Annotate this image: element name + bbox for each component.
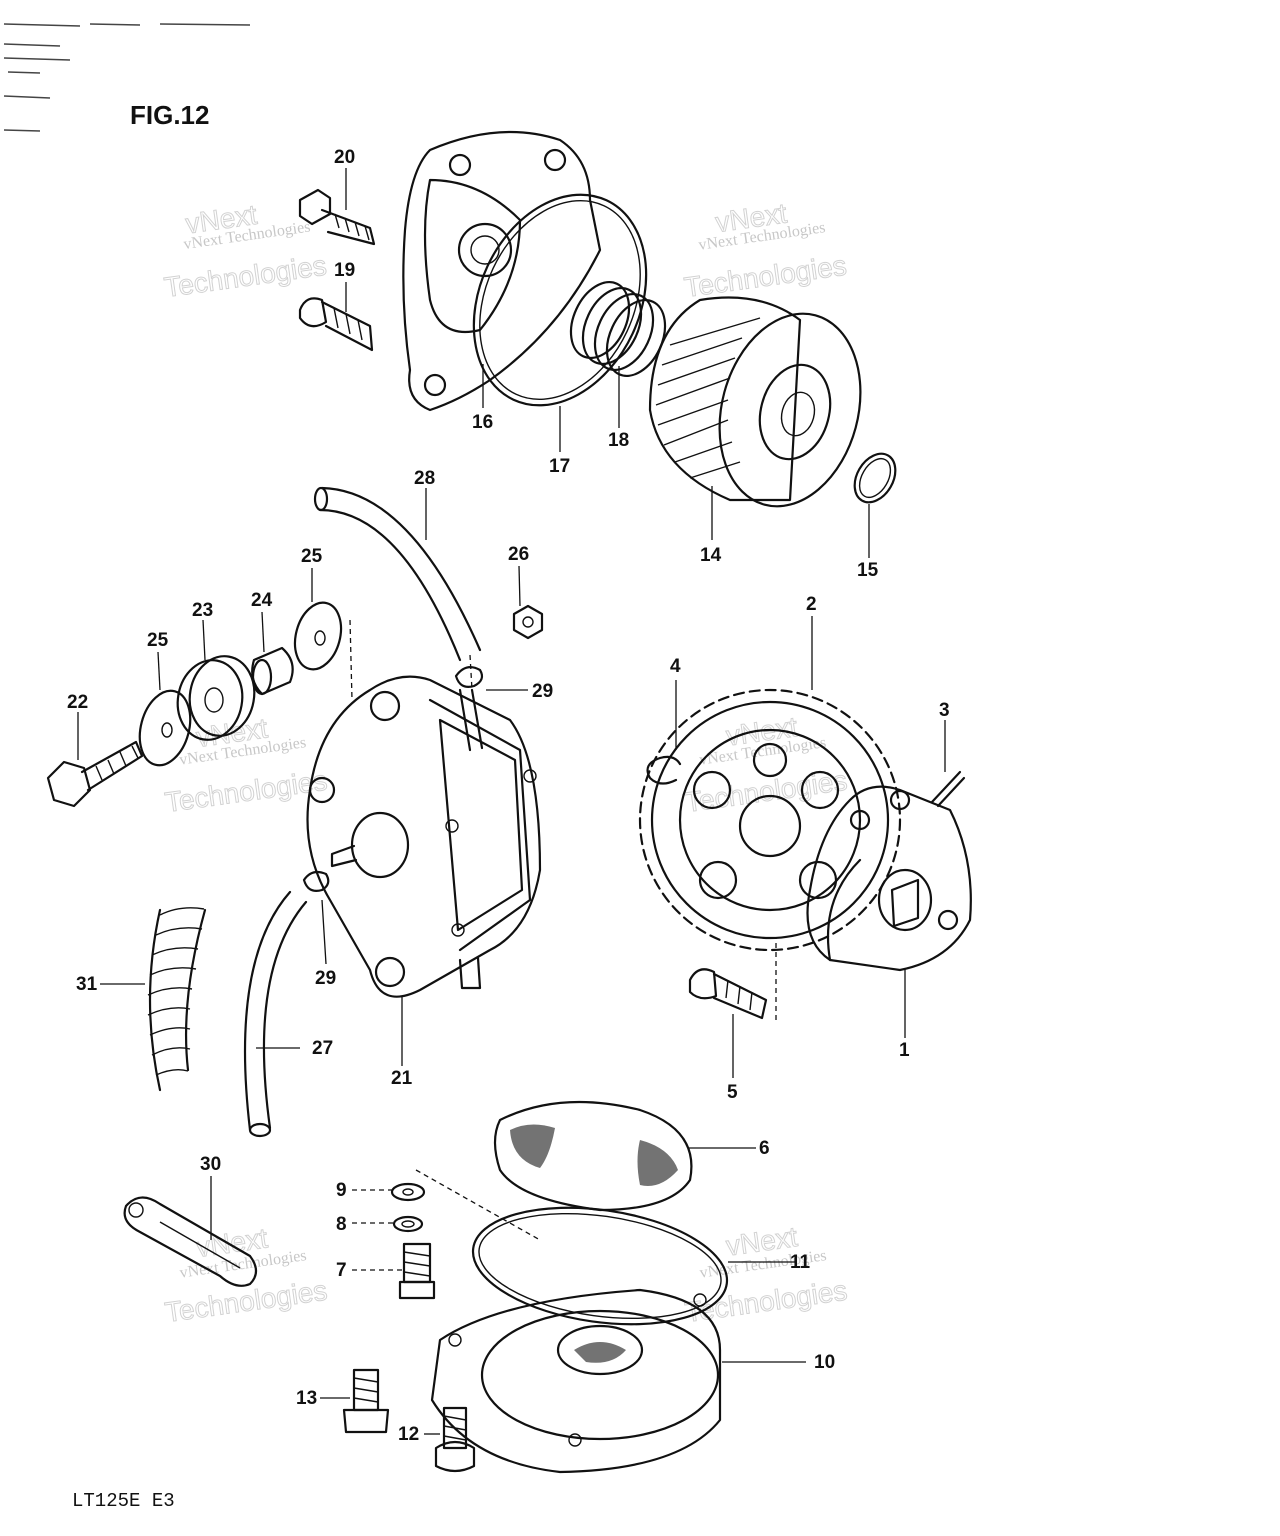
callout-24: 24	[251, 590, 273, 611]
callout-30: 30	[200, 1154, 221, 1175]
scan-noise	[3, 23, 251, 132]
part-22-bolt	[46, 740, 144, 808]
part-3-pin	[930, 770, 966, 808]
part-31-protector-coil	[147, 907, 207, 1092]
part-2-gear	[638, 688, 902, 952]
part-28-hose	[313, 486, 482, 691]
callout-27: 27	[312, 1038, 333, 1059]
part-23-grommet	[176, 655, 256, 741]
part-15-o-ring	[853, 452, 897, 504]
figure-title: FIG.12	[130, 100, 209, 130]
part-5-screw	[688, 938, 777, 1020]
callout-3: 3	[939, 700, 950, 721]
callout-10: 10	[814, 1352, 835, 1373]
callout-2: 2	[806, 594, 817, 615]
part-20-bolt	[298, 188, 376, 246]
part-24-collar	[251, 646, 294, 696]
callout-1: 1	[899, 1040, 910, 1061]
callout-6: 6	[759, 1138, 770, 1159]
part-11-o-ring	[471, 1206, 729, 1326]
part-1-pump-housing	[806, 785, 972, 972]
callout-14: 14	[700, 545, 722, 566]
part-19-screw	[298, 297, 374, 352]
callout-17: 17	[549, 456, 570, 477]
part-29-clip-lower	[302, 870, 330, 892]
part-29-clip-upper	[454, 665, 484, 688]
callout-7: 7	[336, 1260, 347, 1281]
part-9-washer	[390, 1182, 426, 1202]
callout-22: 22	[67, 692, 88, 713]
model-code: LT125E E3	[72, 1490, 175, 1512]
callout-8: 8	[336, 1214, 347, 1235]
part-27-hose	[243, 890, 308, 1138]
callout-4: 4	[670, 656, 681, 677]
leader-lines	[77, 168, 946, 1435]
part-12-screw	[434, 1406, 476, 1473]
part-13-bolt	[342, 1368, 390, 1434]
callout-5: 5	[727, 1082, 738, 1103]
watermark-top-left: vNext vNext Technologies Technologies	[162, 198, 329, 303]
callout-9: 9	[336, 1180, 347, 1201]
part-10-strainer-cover	[430, 1288, 722, 1474]
part-30-clamp	[123, 1196, 258, 1287]
callout-21: 21	[391, 1068, 413, 1089]
callout-25-upper: 25	[301, 546, 323, 567]
watermark-bottom-left: vNext vNext Technologies Technologies	[162, 1222, 329, 1329]
callout-18: 18	[608, 430, 629, 451]
callout-31: 31	[76, 974, 98, 995]
callout-labels: 20 19 16 17 18 14 15 28 26 25 24 23 25 2…	[67, 147, 950, 1445]
svg-text:Technologies: Technologies	[162, 250, 328, 303]
part-4-circlip	[646, 755, 682, 785]
callout-13: 13	[296, 1388, 317, 1409]
guide-line-bolt	[415, 1169, 541, 1241]
svg-text:Technologies: Technologies	[163, 765, 329, 818]
callout-26: 26	[508, 544, 529, 565]
callout-29-lower: 29	[315, 968, 336, 989]
svg-text:Technologies: Technologies	[682, 250, 848, 303]
part-6-screen-gasket	[493, 1100, 693, 1212]
svg-text:Technologies: Technologies	[163, 1275, 329, 1328]
callout-15: 15	[857, 560, 879, 581]
part-25-washer-lower	[138, 689, 192, 767]
callout-16: 16	[472, 412, 493, 433]
callout-25-lower: 25	[147, 630, 169, 651]
callout-23: 23	[192, 600, 213, 621]
part-16-cover	[402, 130, 602, 412]
part-14-oil-filter	[648, 296, 862, 508]
callout-11: 11	[790, 1252, 811, 1273]
callout-19: 19	[334, 260, 355, 281]
callout-28: 28	[414, 468, 435, 489]
callout-12: 12	[398, 1424, 419, 1445]
part-8-lock-washer	[392, 1215, 424, 1233]
part-17-o-ring	[472, 193, 648, 407]
part-25-washer-upper	[293, 601, 353, 701]
part-7-bolt	[398, 1242, 436, 1300]
callout-20: 20	[334, 147, 355, 168]
watermark-top-right: vNext vNext Technologies Technologies	[682, 197, 849, 304]
part-26-nut	[512, 604, 544, 640]
part-21-oil-pump	[306, 675, 542, 998]
callout-29-upper: 29	[532, 681, 553, 702]
